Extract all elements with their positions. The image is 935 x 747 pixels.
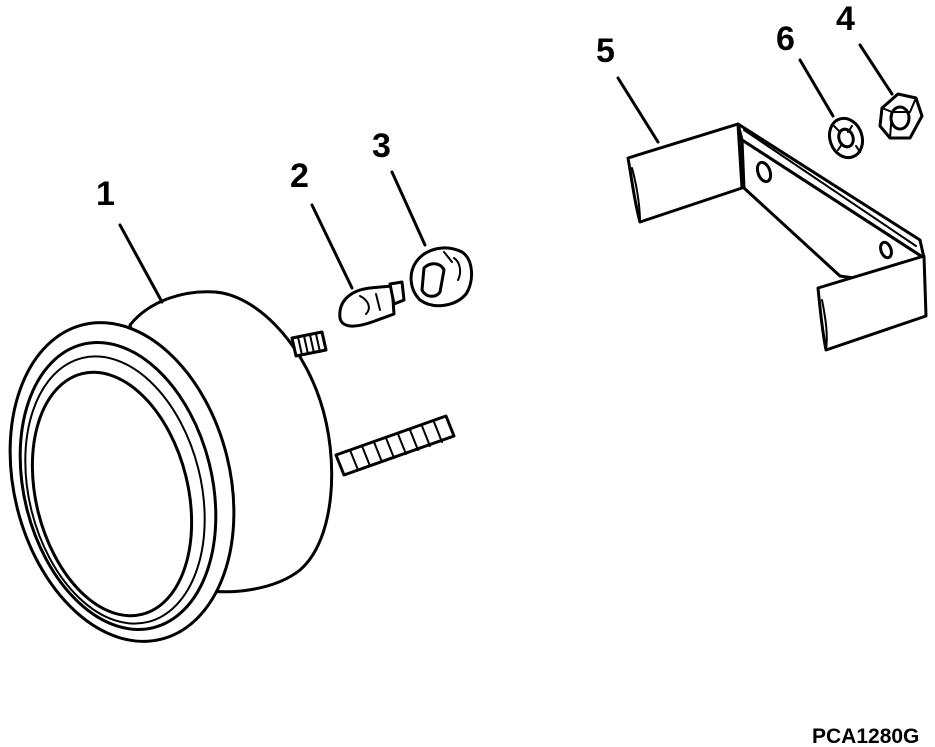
callout-6: 6 <box>776 20 795 58</box>
upper-stud <box>290 330 328 358</box>
long-stud <box>334 414 456 477</box>
leader-line-3 <box>390 170 427 247</box>
leader-line-4 <box>858 43 894 96</box>
figure-code: PCA1280G <box>812 725 919 747</box>
leader-line-2 <box>310 203 354 290</box>
leader-line-1 <box>118 223 164 304</box>
nut-part <box>878 92 924 140</box>
callout-3: 3 <box>372 127 391 165</box>
leader-lines <box>118 43 894 304</box>
leader-line-5 <box>616 76 660 144</box>
callout-1: 1 <box>96 175 115 213</box>
bracket-part <box>626 122 928 352</box>
socket-part <box>409 246 473 308</box>
bulb-part <box>338 280 406 328</box>
callout-5: 5 <box>596 32 615 70</box>
leader-line-6 <box>798 58 835 118</box>
washer-part <box>827 116 865 160</box>
callout-4: 4 <box>836 0 855 38</box>
gauge-part <box>8 290 456 643</box>
callout-2: 2 <box>290 157 309 195</box>
